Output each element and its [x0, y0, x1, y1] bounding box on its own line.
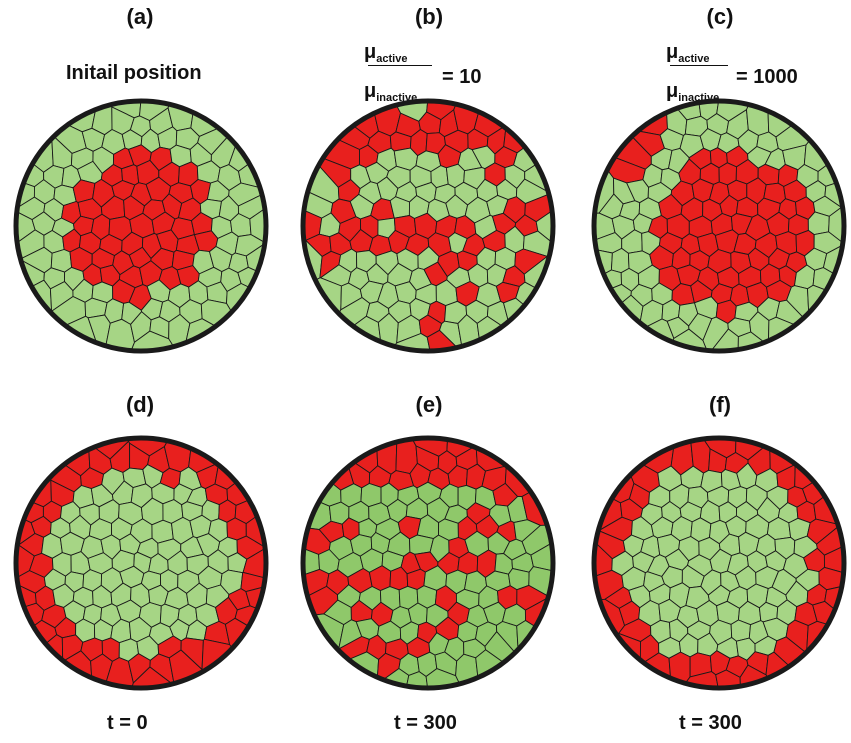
inactive-cell — [807, 211, 830, 236]
panel-label-f: (f) — [709, 392, 731, 417]
cell-disk-f — [591, 435, 847, 691]
ratio-value-c: = 1000 — [736, 66, 798, 88]
cell-disk-d — [13, 435, 269, 691]
caption-initial-position: Initail position — [66, 62, 202, 84]
inactive-cell — [730, 619, 751, 642]
disk-boundary — [300, 435, 556, 691]
mu-symbol: μ — [666, 41, 679, 63]
mu-symbol: μ — [666, 80, 679, 102]
cell-disk-e — [300, 435, 556, 691]
time-label-f: t = 300 — [679, 712, 742, 734]
time-label-e: t = 300 — [394, 712, 457, 734]
cell-disk-c — [591, 98, 847, 354]
viscosity-ratio-c: μactive μinactive = 1000 — [666, 41, 798, 104]
disk-boundary — [591, 98, 847, 354]
disk-boundary — [13, 98, 269, 354]
panel-label-a: (a) — [126, 4, 154, 29]
inactive-cell — [610, 247, 630, 274]
viscosity-ratio-b: μactive μinactive = 10 — [364, 41, 482, 104]
cell-disk-a — [13, 98, 269, 354]
disk-boundary — [13, 435, 269, 691]
mu-symbol: μ — [364, 80, 377, 102]
time-label-d: t = 0 — [107, 712, 148, 734]
panel-label-e: (e) — [415, 392, 443, 417]
panel-label-d: (d) — [125, 392, 155, 417]
disk-boundary — [591, 435, 847, 691]
panel-label-c: (c) — [706, 4, 734, 29]
ratio-value-b: = 10 — [442, 66, 482, 88]
disk-boundary — [300, 98, 556, 354]
panel-label-b: (b) — [414, 4, 444, 29]
mu-symbol: μ — [364, 41, 377, 63]
cell-disk-b — [300, 98, 556, 354]
